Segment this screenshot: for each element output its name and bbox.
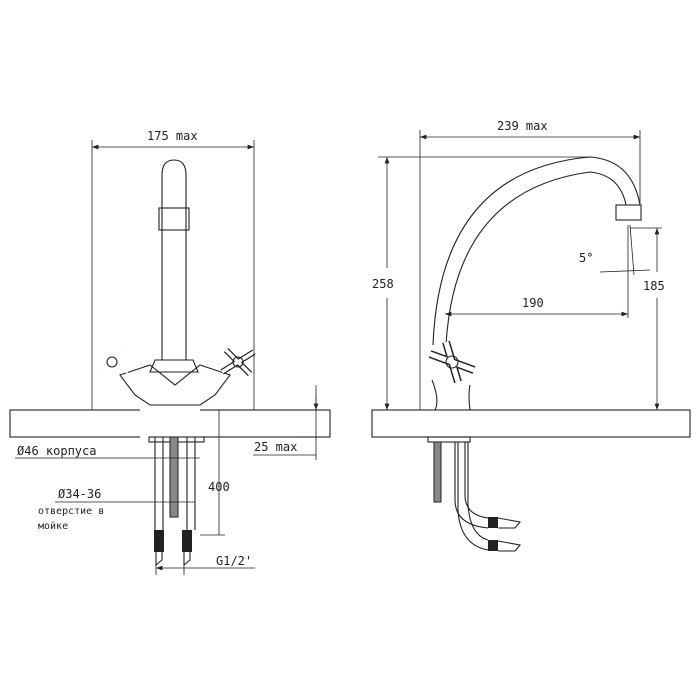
left-handle-cross	[95, 348, 129, 376]
side-handle-cross	[428, 340, 476, 384]
height-label: 258	[372, 277, 394, 291]
reach-label: 190	[522, 296, 544, 310]
hole-diameter-label: Ø34-36	[58, 487, 101, 501]
hole-note-line1: отверстие в	[38, 506, 104, 517]
hose-length-label: 400	[208, 480, 230, 494]
front-view-faucet	[95, 159, 256, 567]
width-label: 175 max	[147, 129, 198, 143]
angle-label: 5°	[579, 251, 593, 265]
front-dimensions	[15, 140, 320, 575]
body-diameter-label: Ø46 корпуса	[17, 444, 96, 458]
countertop-right	[371, 409, 691, 438]
reach-max-label: 239 max	[497, 119, 548, 133]
right-handle-cross	[220, 347, 256, 377]
countertop-thickness-label: 25 max	[254, 440, 297, 454]
hole-note-line2: мойке	[38, 520, 68, 532]
thread-label: G1/2'	[216, 554, 252, 568]
side-dimensions	[378, 130, 662, 410]
side-view-faucet	[427, 156, 642, 552]
spout-height-label: 185	[643, 279, 665, 293]
